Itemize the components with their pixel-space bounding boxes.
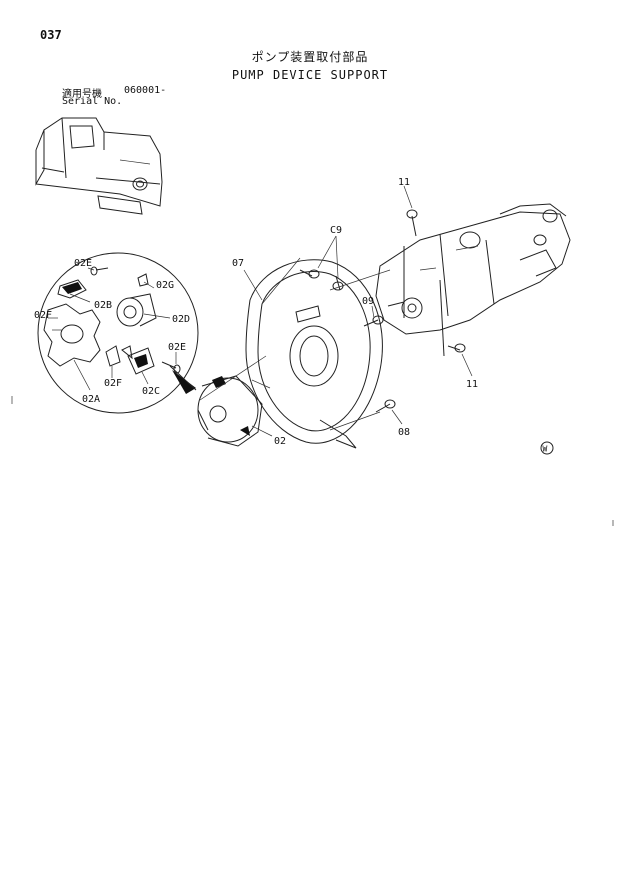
- bolt-09: [363, 315, 384, 327]
- label-07: 07: [232, 258, 244, 269]
- alignment-lines: [199, 269, 391, 431]
- label-02g: 02G: [156, 280, 174, 291]
- label-11-top: 11: [398, 177, 410, 188]
- bolt-08: [375, 399, 396, 413]
- label-02e-top: 02E: [74, 258, 92, 269]
- title-english: PUMP DEVICE SUPPORT: [231, 68, 389, 82]
- label-02d: 02D: [172, 314, 190, 325]
- label-02f-left: 02F: [34, 310, 52, 321]
- leader-lines: [48, 185, 473, 437]
- label-c9: C9: [330, 225, 342, 236]
- serial-label-japanese: 適用号機: [62, 89, 102, 100]
- label-02e-right: 02E: [168, 342, 186, 353]
- serial-number: 060001-: [124, 85, 167, 96]
- label-11-bottom: 11: [466, 379, 478, 390]
- serial-label-english: Serial No.: [62, 96, 123, 107]
- label-02a: 02A: [82, 394, 100, 405]
- page-number: 037: [40, 28, 62, 42]
- pump-assembly: [375, 203, 571, 357]
- w-mark: W: [540, 441, 554, 455]
- bolt-c9: [299, 269, 344, 291]
- label-02: 02: [274, 436, 286, 447]
- label-02b: 02B: [94, 300, 112, 311]
- coupling-detail-circle: [37, 252, 199, 414]
- label-08: 08: [398, 427, 410, 438]
- excavator-thumbnail: [35, 117, 163, 215]
- bolt-11-top: [406, 209, 418, 237]
- w-mark-letter: W: [543, 445, 548, 454]
- bolt-11-bottom: [447, 343, 466, 353]
- label-02f-bottom: 02F: [104, 378, 122, 389]
- flange-07: [245, 257, 383, 449]
- title-japanese: ポンプ装置取付部品: [251, 50, 369, 64]
- label-09: 09: [362, 296, 374, 307]
- coupling-02: [197, 375, 263, 447]
- label-02c: 02C: [142, 386, 160, 397]
